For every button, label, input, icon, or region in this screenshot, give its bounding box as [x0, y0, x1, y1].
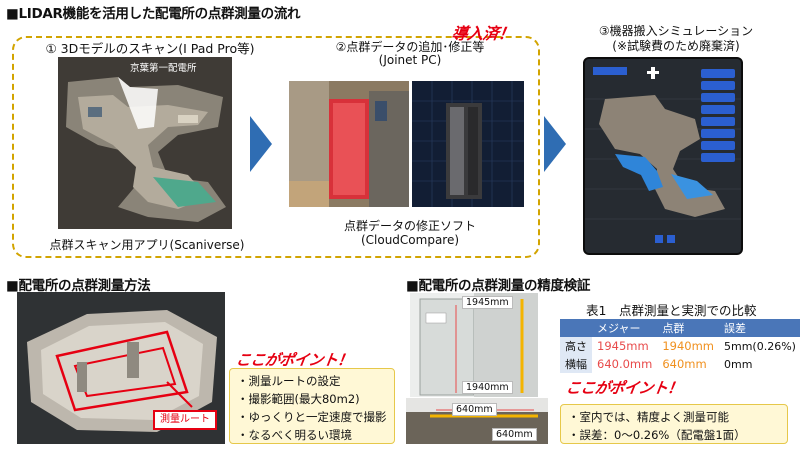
- width-measure-photo: 640mm 640mm: [406, 398, 548, 444]
- width-label-bottom: 640mm: [492, 428, 537, 441]
- step1-scan-image: 京葉第一配電所: [58, 57, 232, 229]
- step2-color-cloud-image: [289, 81, 409, 207]
- table-row: 横幅 640.0mm 640mm 0mm: [560, 355, 800, 373]
- section3-point-2: ・誤差：0～0.26%（配電盤1面）: [568, 428, 746, 442]
- step1-caption: 点群スキャン用アプリ(Scaniverse): [49, 238, 245, 252]
- header-error: 誤差: [719, 319, 800, 337]
- width-error-value: 0mm: [724, 357, 753, 371]
- sim-menu-button-1: [701, 69, 735, 78]
- height-error-value: 5mm(0.26%): [724, 339, 796, 353]
- comparison-table-title: 表1 点群測量と実測での比較: [586, 303, 757, 318]
- comparison-table-header: メジャー 点群 誤差: [560, 319, 800, 337]
- section2-points-box: ・測量ルートの設定 ・撮影範囲(最大80m2) ・ゆっくりと一定速度で撮影 ・な…: [229, 368, 395, 444]
- sim-menu-button-8: [701, 153, 735, 162]
- step2-title-line2: (Joinet PC): [378, 53, 442, 67]
- sim-menu-button-2: [701, 81, 735, 90]
- step3-simulation-tablet: [583, 57, 743, 255]
- section2-title: ■配電所の点群測量方法: [6, 278, 151, 294]
- flow-arrow-1: [250, 116, 272, 172]
- section2-point-2: ・撮影範囲(最大80m2): [237, 392, 360, 406]
- sim-menu-button-6: [701, 129, 735, 138]
- scan-model-graphic: [58, 57, 232, 229]
- step2-title-line1: ②点群データの追加･修正等: [335, 40, 485, 54]
- flow-arrow-2: [544, 116, 566, 172]
- sim-menu-button-4: [701, 105, 735, 114]
- sim-menu-button-7: [701, 141, 735, 150]
- survey-route-graphic: [17, 292, 225, 444]
- step2-caption-line1: 点群データの修正ソフト: [343, 219, 476, 233]
- header-empty: [560, 319, 592, 337]
- step1-title: ① 3Dモデルのスキャン(I Pad Pro等): [45, 41, 255, 56]
- step2-caption-line2: (CloudCompare): [360, 233, 460, 247]
- comparison-table: メジャー 点群 誤差 高さ 1945mm 1940mm 5mm(0.26%) 横…: [560, 319, 800, 373]
- section2-point-1: ・測量ルートの設定: [237, 374, 341, 388]
- step2-edit-cloud-image: [412, 81, 524, 207]
- section2-point-3: ・ゆっくりと一定速度で撮影: [237, 410, 387, 424]
- sim-menu-button-5: [701, 117, 735, 126]
- section2-point-4: ・なるべく明るい環境: [237, 428, 352, 442]
- section3-point-1: ・室内では、精度よく測量可能: [568, 410, 729, 424]
- step3-title-line1: ③機器搬入シミュレーション: [598, 24, 754, 38]
- height-measure-photo: 1945mm 1940mm: [410, 293, 538, 397]
- header-measure: メジャー: [592, 319, 658, 337]
- cabinet-highlight-graphic: [289, 81, 409, 207]
- height-cloud-value: 1940mm: [662, 339, 714, 353]
- height-label-top: 1945mm: [462, 296, 513, 309]
- section3-points-box: ・室内では、精度よく測量可能 ・誤差：0～0.26%（配電盤1面）: [560, 404, 788, 444]
- height-measure-value: 1945mm: [597, 339, 649, 353]
- sim-menu-button-3: [701, 93, 735, 102]
- step3-title-line2: (※試験費のため廃棄済): [612, 39, 740, 53]
- section2-point-title: ここがポイント！: [234, 351, 354, 369]
- cabinet-height-graphic: [410, 293, 538, 397]
- row-label-width: 横幅: [560, 355, 592, 373]
- row-label-height: 高さ: [560, 337, 592, 355]
- height-label-side: 1940mm: [462, 381, 513, 394]
- cabinet-edit-graphic: [412, 81, 524, 207]
- width-measure-value: 640.0mm: [597, 357, 653, 371]
- implemented-frame: [12, 36, 540, 258]
- width-cloud-value: 640mm: [662, 357, 707, 371]
- survey-route-label: 測量ルート: [153, 410, 217, 430]
- section3-title: ■配電所の点群測量の精度検証: [406, 278, 591, 294]
- scan-site-label: 京葉第一配電所: [130, 63, 197, 74]
- table-row: 高さ 1945mm 1940mm 5mm(0.26%): [560, 337, 800, 355]
- section1-title: ■LIDAR機能を活用した配電所の点群測量の流れ: [6, 6, 301, 22]
- survey-route-image: 測量ルート: [17, 292, 225, 444]
- header-cloud: 点群: [657, 319, 719, 337]
- width-label-top: 640mm: [452, 403, 497, 416]
- section3-point-title: ここがポイント！: [564, 379, 684, 397]
